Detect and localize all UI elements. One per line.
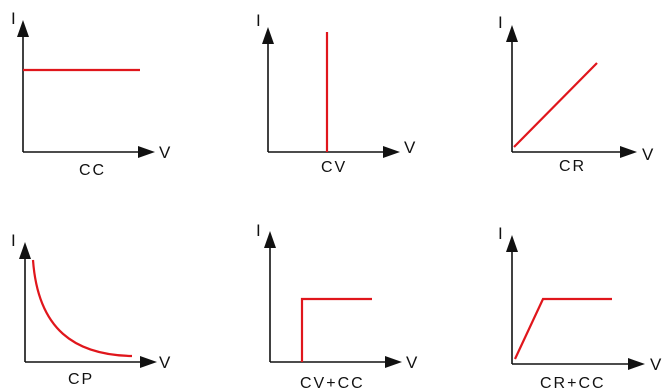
panel-cr-cc: I V CR+CC	[498, 224, 662, 390]
mode-label-cr-cc: CR+CC	[540, 375, 606, 390]
v-axis-arrow-icon	[138, 146, 155, 158]
v-axis-arrow-icon	[628, 358, 645, 370]
i-axis-arrow-icon	[506, 235, 518, 252]
i-axis-arrow-icon	[19, 242, 31, 259]
i-axis-label: I	[498, 224, 503, 243]
mode-label-cc: CC	[79, 162, 106, 179]
v-axis-label: V	[404, 138, 416, 157]
i-axis-arrow-icon	[262, 27, 274, 44]
v-axis-label: V	[159, 353, 171, 372]
cp-curve	[31, 259, 133, 358]
v-axis-label: V	[650, 355, 662, 374]
i-axis-label: I	[11, 9, 16, 28]
v-axis-label: V	[159, 143, 171, 162]
v-axis-arrow-icon	[620, 146, 637, 158]
i-axis-label: I	[256, 11, 261, 30]
i-axis-label: I	[256, 221, 261, 240]
i-axis-label: I	[11, 231, 16, 250]
i-axis-arrow-icon	[264, 231, 276, 248]
mode-label-cv: CV	[321, 159, 347, 176]
panel-cc: I V CC	[11, 9, 171, 179]
i-axis-arrow-icon	[17, 20, 29, 37]
panel-cp: I V CP	[11, 231, 171, 388]
v-axis-arrow-icon	[383, 146, 400, 158]
mode-label-cp: CP	[68, 371, 94, 388]
panel-cv: I V CV	[256, 11, 416, 176]
i-axis-label: I	[498, 13, 503, 32]
v-axis-label: V	[406, 353, 418, 372]
mode-label-cv-cc: CV+CC	[300, 375, 365, 390]
v-axis-arrow-icon	[140, 356, 157, 368]
panel-cv-cc: I V CV+CC	[256, 221, 418, 390]
cr-cc-curve	[514, 297, 612, 360]
panel-cr: I V CR	[498, 13, 654, 175]
mode-label-cr: CR	[559, 158, 586, 175]
i-axis-arrow-icon	[506, 25, 518, 42]
v-axis-arrow-icon	[385, 356, 402, 368]
v-axis-label: V	[642, 145, 654, 164]
cr-curve	[513, 62, 598, 148]
cv-cc-curve	[300, 297, 372, 362]
